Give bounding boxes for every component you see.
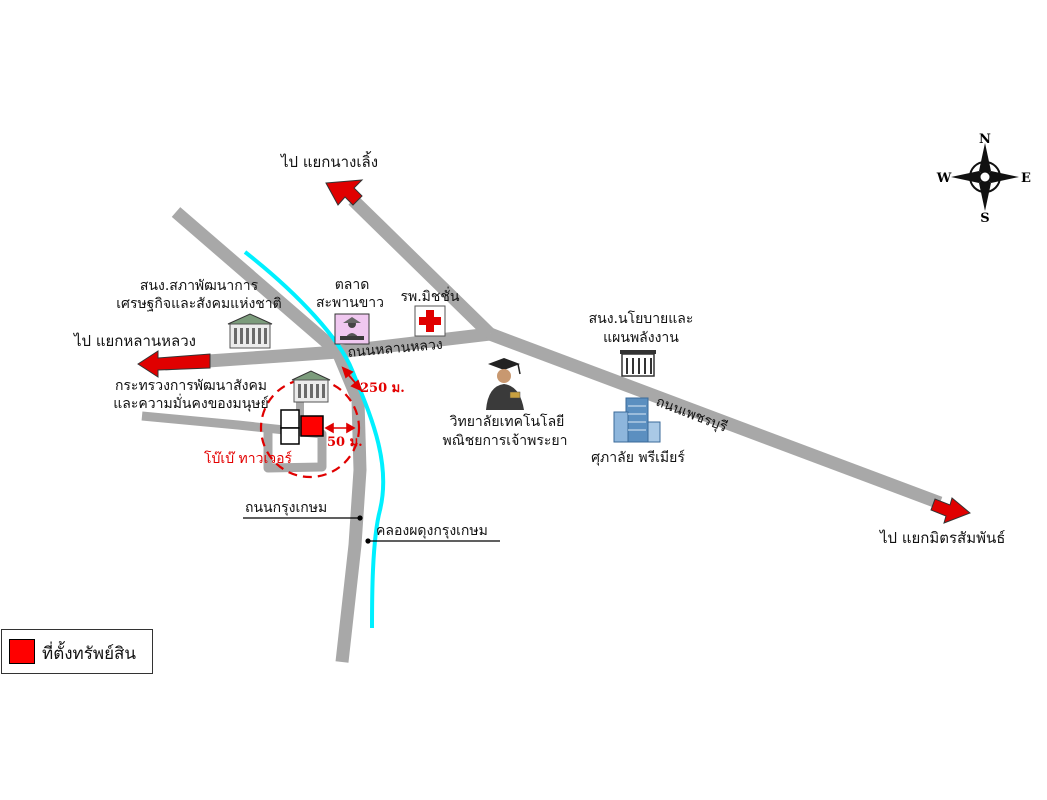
compass-east-label: E (1021, 171, 1031, 186)
label-supalai: ศุภาลัย พรีเมียร์ (591, 449, 685, 466)
label-eppo-line2: แผนพลังงาน (603, 330, 679, 346)
label-ministry-line1: กระทรวงการพัฒนาสังคม (115, 378, 267, 394)
label-college-line2: พณิชยการเจ้าพระยา (443, 433, 568, 449)
neighbor-building-2 (280, 427, 300, 445)
canal-krung-kasem-line (243, 250, 386, 629)
label-distance-250: 250 ม. (360, 381, 405, 396)
office-building-icon (620, 350, 656, 377)
label-to-mit-samphan: ไป แยกมิตรสัมพันธ์ (879, 529, 1005, 547)
leader-lines (243, 515, 500, 544)
graduate-icon (486, 358, 524, 410)
road-krung-kasem (332, 349, 367, 663)
compass-south-label: S (980, 211, 989, 226)
legend-property-label: ที่ตั้งทรัพย์สิน (42, 644, 137, 664)
label-road-krung-kasem: ถนนกรุงเกษม (245, 500, 327, 516)
government-building-icon (227, 313, 273, 349)
label-nesdb-line2: เศรษฐกิจและสังคมแห่งชาติ (116, 296, 281, 312)
arrow-to-nang-loeng (325, 179, 364, 206)
compass-north-label: N (979, 132, 991, 147)
condominium-tower-icon (613, 397, 661, 443)
map-legend: ที่ตั้งทรัพย์สิน (1, 629, 153, 674)
label-nesdb-line1: สนง.สภาพัฒนาการ (140, 278, 259, 294)
label-market-line2: สะพานขาว (316, 295, 384, 311)
label-distance-50: 50 ม. (327, 435, 363, 450)
government-building-icon (291, 370, 331, 403)
arrow-to-mit-samphan (930, 497, 971, 524)
road-soi-bobae (141, 411, 327, 473)
neighbor-building-1 (280, 409, 300, 429)
label-property-name: โบ๊เบ๊ ทาวเวอร์ (204, 450, 293, 467)
label-eppo-line1: สนง.นโยบายและ (589, 310, 694, 327)
red-cross-icon (414, 305, 446, 337)
label-to-nang-loeng: ไป แยกนางเลิ้ง (280, 151, 378, 171)
market-vendor-icon (334, 313, 370, 345)
distance-arrow-50 (324, 422, 356, 434)
compass-rose-icon (951, 143, 1019, 211)
label-hospital: รพ.มิชชั่น (400, 287, 459, 305)
label-canal-krung-kasem: คลองผดุงกรุงเกษม (376, 523, 488, 539)
label-ministry-line2: และความมั่นคงของมนุษย์ (113, 394, 268, 412)
label-college-line1: วิทยาลัยเทคโนโลยี (450, 413, 565, 430)
roads (141, 195, 943, 663)
property-marker (300, 415, 324, 437)
compass-west-label: W (936, 171, 952, 186)
label-market-line1: ตลาด (335, 277, 370, 293)
distance-arrow-250 (341, 366, 363, 392)
road-to-nang-loeng (348, 195, 495, 339)
label-to-lan-luang: ไป แยกหลานหลวง (73, 332, 196, 350)
legend-property-swatch (9, 639, 35, 664)
road-phetchaburi (487, 327, 943, 510)
arrow-to-lan-luang (137, 350, 211, 378)
